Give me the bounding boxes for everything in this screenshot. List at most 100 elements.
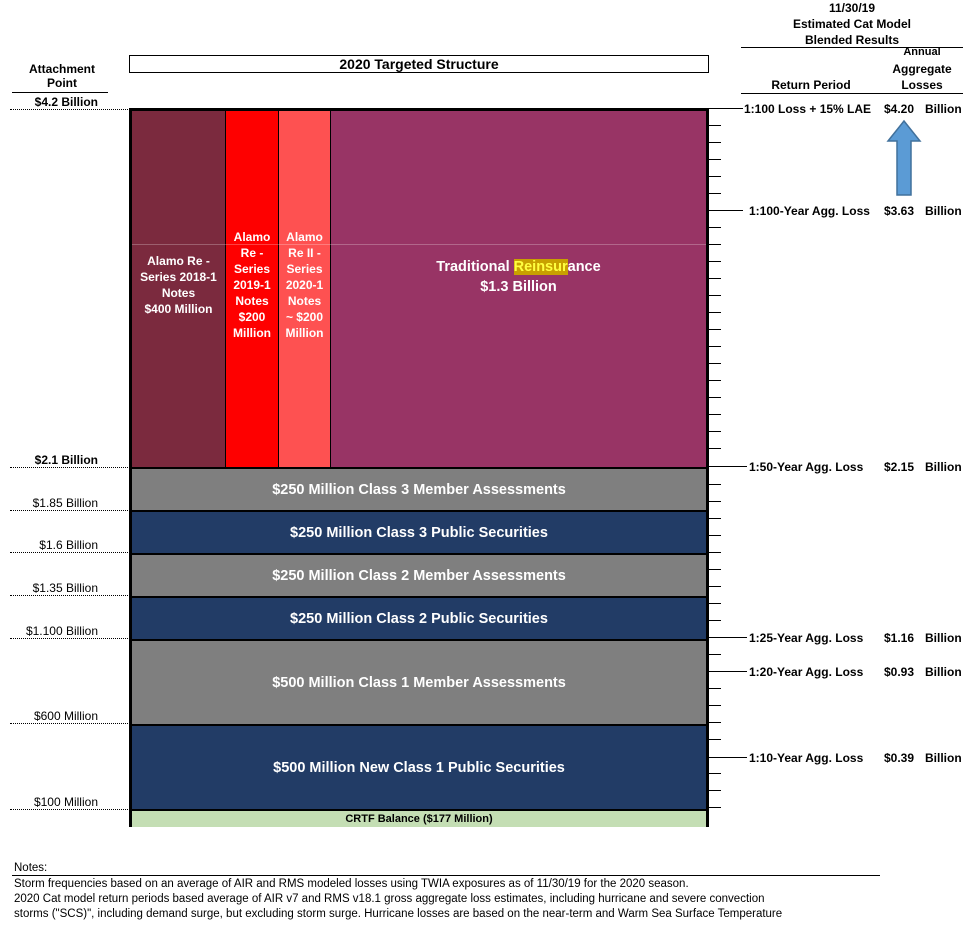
return-period-label: 1:100-Year Agg. Loss xyxy=(749,204,870,218)
tick xyxy=(709,278,721,279)
return-period-label: 1:25-Year Agg. Loss xyxy=(749,631,864,645)
attachment-point-header: Attachment Point xyxy=(28,62,95,90)
return-period-line xyxy=(709,757,747,758)
attachment-point: $4.2 Billion xyxy=(34,95,98,109)
attachment-dots xyxy=(10,467,130,468)
tick xyxy=(709,414,721,415)
return-period-label: 1:20-Year Agg. Loss xyxy=(749,665,864,679)
return-period-unit: Billion xyxy=(925,751,962,765)
tick xyxy=(709,705,721,706)
attachment-dots xyxy=(10,510,130,511)
attachment-point: $600 Million xyxy=(33,709,98,723)
tick xyxy=(709,397,721,398)
return-period-label: 1:50-Year Agg. Loss xyxy=(749,460,864,474)
tick xyxy=(709,431,721,432)
tick xyxy=(709,176,721,177)
traditional-reinsurance: Traditional Reinsurance $1.3 Billion xyxy=(331,111,706,467)
annual-label-2: Aggregate xyxy=(892,62,952,76)
class3-public-securities: $250 Million Class 3 Public Securities xyxy=(132,512,706,555)
tick xyxy=(709,484,721,485)
tick xyxy=(709,501,721,502)
return-period-line xyxy=(709,671,747,672)
return-period-unit: Billion xyxy=(925,102,962,116)
tick xyxy=(709,312,721,313)
return-period-value: $0.39 xyxy=(884,751,915,765)
attachment-point: $100 Million xyxy=(33,795,98,809)
attachment-point: $2.1 Billion xyxy=(34,453,98,467)
notes-line-3: storms ("SCS)", including demand surge, … xyxy=(14,908,783,920)
notes-rule xyxy=(12,875,880,876)
return-period-label: Return Period xyxy=(771,78,851,92)
tick xyxy=(709,620,721,621)
tick xyxy=(709,654,721,655)
return-period-unit: Billion xyxy=(925,460,962,474)
tick xyxy=(709,261,721,262)
notes-title: Notes: xyxy=(14,862,48,874)
tick xyxy=(709,688,721,689)
notes-line-1: Storm frequencies based on an average of… xyxy=(14,878,689,890)
tick xyxy=(709,552,721,553)
tick xyxy=(709,193,721,194)
annual-label-3: Losses xyxy=(901,78,943,92)
tick xyxy=(709,586,721,587)
class2-public-securities: $250 Million Class 2 Public Securities xyxy=(132,598,706,641)
class2-member-assessments: $250 Million Class 2 Member Assessments xyxy=(132,555,706,598)
tick xyxy=(709,739,721,740)
attachment-dots xyxy=(10,595,130,596)
class3-member-assessments: $250 Million Class 3 Member Assessments xyxy=(132,469,706,512)
return-period-line xyxy=(709,210,743,211)
tick xyxy=(709,535,721,536)
attachment-point: $1.100 Billion xyxy=(25,624,98,638)
tick xyxy=(709,448,721,449)
attachment-dots xyxy=(10,809,130,810)
model-title-line2: Blended Results xyxy=(804,33,900,47)
return-period-value: $4.20 xyxy=(884,102,915,116)
attachment-point: $1.6 Billion xyxy=(39,538,98,552)
attachment-dots xyxy=(10,109,130,110)
alamo-re-2019-notes: Alamo Re - Series 2019-1 Notes $200 Mill… xyxy=(226,111,279,467)
return-period-unit: Billion xyxy=(925,204,962,218)
return-period-label: 1:100 Loss + 15% LAE xyxy=(744,102,872,116)
annual-label-1: Annual xyxy=(903,46,941,58)
return-period-unit: Billion xyxy=(925,631,962,645)
top-reinsurance-layer: Alamo Re - Series 2018-1 Notes $400 Mill… xyxy=(132,111,706,469)
tick xyxy=(709,346,721,347)
alamo-re-ii-2020-notes: Alamo Re II - Series 2020-1 Notes ~ $200… xyxy=(279,111,331,467)
tick xyxy=(709,773,721,774)
return-period-unit: Billion xyxy=(925,665,962,679)
tick xyxy=(709,159,721,160)
return-period-line xyxy=(709,637,747,638)
return-period-label: 1:10-Year Agg. Loss xyxy=(749,751,864,765)
structure-title: 2020 Targeted Structure xyxy=(129,55,709,73)
structure-tower: Alamo Re - Series 2018-1 Notes $400 Mill… xyxy=(129,108,709,827)
return-period-value: $0.93 xyxy=(884,665,915,679)
attachment-point: $1.35 Billion xyxy=(32,581,98,595)
return-period-line xyxy=(709,108,743,109)
class1-public-securities: $500 Million New Class 1 Public Securiti… xyxy=(132,726,706,811)
tick xyxy=(709,569,721,570)
model-date: 11/30/19 xyxy=(828,1,876,15)
attachment-dots xyxy=(10,723,130,724)
tick xyxy=(709,125,721,126)
tick xyxy=(709,603,721,604)
class1-member-assessments: $500 Million Class 1 Member Assessments xyxy=(132,641,706,726)
tick xyxy=(709,227,721,228)
top-layer-faint-line xyxy=(132,244,706,245)
tick xyxy=(709,295,721,296)
up-arrow-icon xyxy=(886,119,922,196)
tick xyxy=(709,329,721,330)
model-title-line1: Estimated Cat Model xyxy=(792,17,912,31)
tick xyxy=(709,790,721,791)
alamo-re-2018-notes: Alamo Re - Series 2018-1 Notes $400 Mill… xyxy=(132,111,226,467)
return-period-line xyxy=(709,466,747,467)
attachment-dots xyxy=(10,552,130,553)
attachment-point: $1.85 Billion xyxy=(32,496,98,510)
crtf-balance: CRTF Balance ($177 Million) xyxy=(132,811,706,827)
tick xyxy=(709,518,721,519)
highlighted-text: Reinsur xyxy=(513,259,568,275)
return-period-value: $1.16 xyxy=(884,631,915,645)
tick xyxy=(709,363,721,364)
tick xyxy=(709,722,721,723)
attachment-dots xyxy=(10,638,130,639)
return-period-value: $3.63 xyxy=(884,204,915,218)
